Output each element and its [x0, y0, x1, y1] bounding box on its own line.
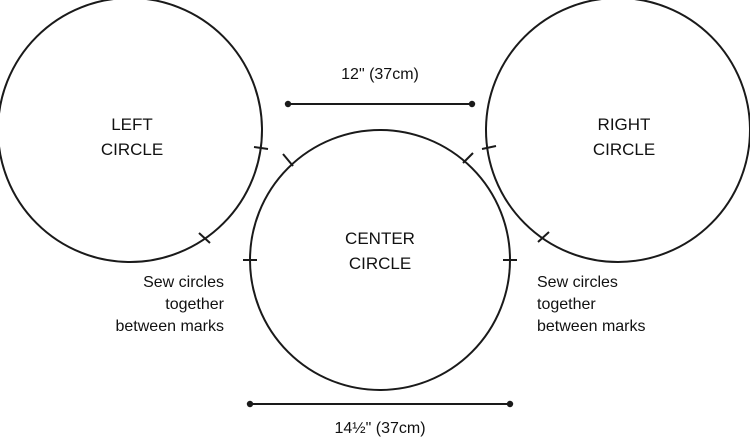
right-note-line1: Sew circles	[537, 274, 618, 291]
center-circle-label: CENTER CIRCLE	[320, 226, 440, 276]
left-note-line3: between marks	[115, 318, 225, 335]
center-circle-mark-upper-left	[282, 153, 294, 167]
left-circle-label-line1: LEFT	[111, 115, 153, 134]
left-note-line2: together	[165, 296, 224, 313]
top-dimension-line	[284, 100, 476, 108]
right-circle-mark-upper	[481, 145, 497, 150]
left-circle-label-line2: CIRCLE	[100, 140, 164, 159]
right-circle-label: RIGHT CIRCLE	[564, 112, 684, 162]
left-note-line1: Sew circles	[143, 274, 224, 291]
left-circle-label: LEFT CIRCLE	[72, 112, 192, 162]
right-circle-mark-lower	[537, 231, 550, 243]
bottom-dimension-label: 14½" (37cm)	[334, 420, 426, 437]
top-dimension-label: 12" (37cm)	[341, 66, 419, 83]
right-circle	[485, 0, 750, 263]
center-circle-label-line2: CIRCLE	[348, 254, 412, 273]
center-circle-mark-upper-right	[462, 152, 474, 164]
bottom-dimension-line	[246, 400, 514, 408]
right-circle-label-line2: CIRCLE	[592, 140, 656, 159]
left-circle-mark-upper	[253, 146, 269, 150]
left-circle-mark-lower	[198, 232, 211, 244]
right-sewing-note: Sew circles together between marks	[537, 272, 646, 338]
right-note-line3: between marks	[537, 318, 646, 335]
center-circle-label-line1: CENTER	[345, 229, 415, 248]
left-sewing-note: Sew circles together between marks	[116, 272, 225, 338]
right-note-line2: together	[537, 296, 596, 313]
right-circle-label-line1: RIGHT	[597, 115, 651, 134]
left-circle	[0, 0, 263, 263]
